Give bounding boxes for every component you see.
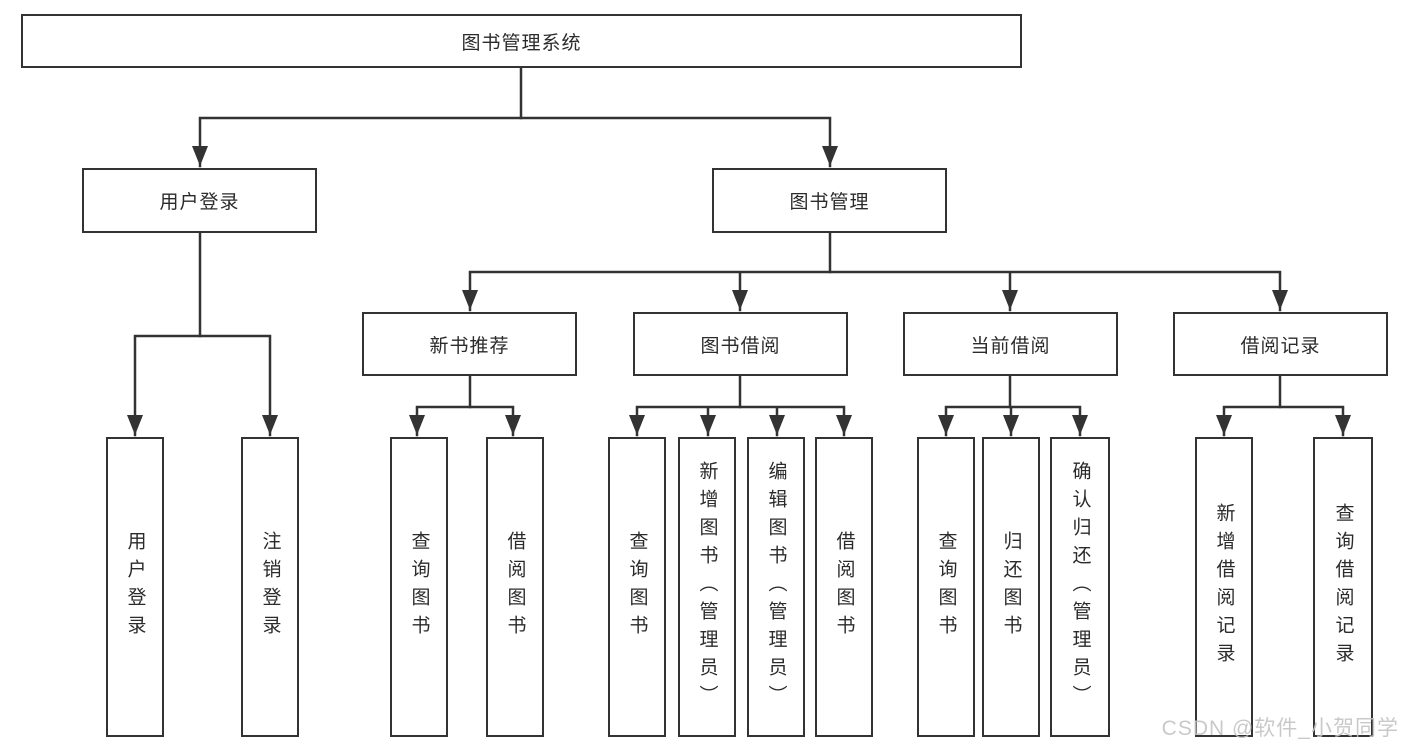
node-new-book-recommend: 新书推荐: [362, 312, 577, 376]
leaf-add-borrow-record-label: 新增借阅记录: [1213, 503, 1235, 671]
node-root-label: 图书管理系统: [461, 32, 582, 54]
leaf-query-books-current: 查询图书: [917, 437, 975, 737]
node-user-login-label: 用户登录: [159, 192, 240, 213]
leaf-query-books-recommend-label: 查询图书: [408, 531, 430, 643]
leaf-query-borrow-record-label: 查询借阅记录: [1332, 503, 1354, 671]
leaf-query-books-borrowing: 查询图书: [608, 437, 666, 737]
leaf-query-borrow-record: 查询借阅记录: [1313, 437, 1373, 737]
node-book-borrowing-label: 图书借阅: [700, 335, 781, 357]
leaf-logout-label: 注销登录: [259, 531, 281, 643]
leaf-add-borrow-record: 新增借阅记录: [1195, 437, 1253, 737]
leaf-edit-books-admin: 编辑图书（管理员）: [747, 437, 805, 737]
leaf-confirm-return-admin-label: 确认归还（管理员）: [1069, 461, 1091, 713]
leaf-borrow-books-borrowing: 借阅图书: [815, 437, 873, 737]
leaf-add-books-admin: 新增图书（管理员）: [678, 437, 736, 737]
node-current-borrowing-label: 当前借阅: [970, 335, 1051, 357]
leaf-borrow-books-recommend-label: 借阅图书: [504, 531, 526, 643]
node-borrowing-records: 借阅记录: [1173, 312, 1388, 376]
leaf-add-books-admin-label: 新增图书（管理员）: [696, 461, 718, 713]
node-borrowing-records-label: 借阅记录: [1240, 335, 1321, 357]
node-book-borrowing: 图书借阅: [633, 312, 848, 376]
node-user-login: 用户登录: [82, 168, 317, 233]
node-new-book-recommend-label: 新书推荐: [429, 335, 510, 357]
leaf-query-books-borrowing-label: 查询图书: [626, 531, 648, 643]
leaf-borrow-books-recommend: 借阅图书: [486, 437, 544, 737]
leaf-borrow-books-borrowing-label: 借阅图书: [833, 531, 855, 643]
leaf-user-login: 用户登录: [106, 437, 164, 737]
leaf-edit-books-admin-label: 编辑图书（管理员）: [765, 461, 787, 713]
leaf-return-books: 归还图书: [982, 437, 1040, 737]
leaf-query-books-recommend: 查询图书: [390, 437, 448, 737]
leaf-logout: 注销登录: [241, 437, 299, 737]
csdn-watermark: CSDN @软件_小贺同学: [1161, 717, 1399, 740]
leaf-query-books-current-label: 查询图书: [935, 531, 957, 643]
node-root-system: 图书管理系统: [21, 14, 1022, 68]
leaf-return-books-label: 归还图书: [1000, 531, 1022, 643]
node-book-management: 图书管理: [712, 168, 947, 233]
node-book-management-label: 图书管理: [789, 192, 870, 213]
node-current-borrowing: 当前借阅: [903, 312, 1118, 376]
leaf-user-login-label: 用户登录: [124, 531, 146, 643]
leaf-confirm-return-admin: 确认归还（管理员）: [1050, 437, 1110, 737]
